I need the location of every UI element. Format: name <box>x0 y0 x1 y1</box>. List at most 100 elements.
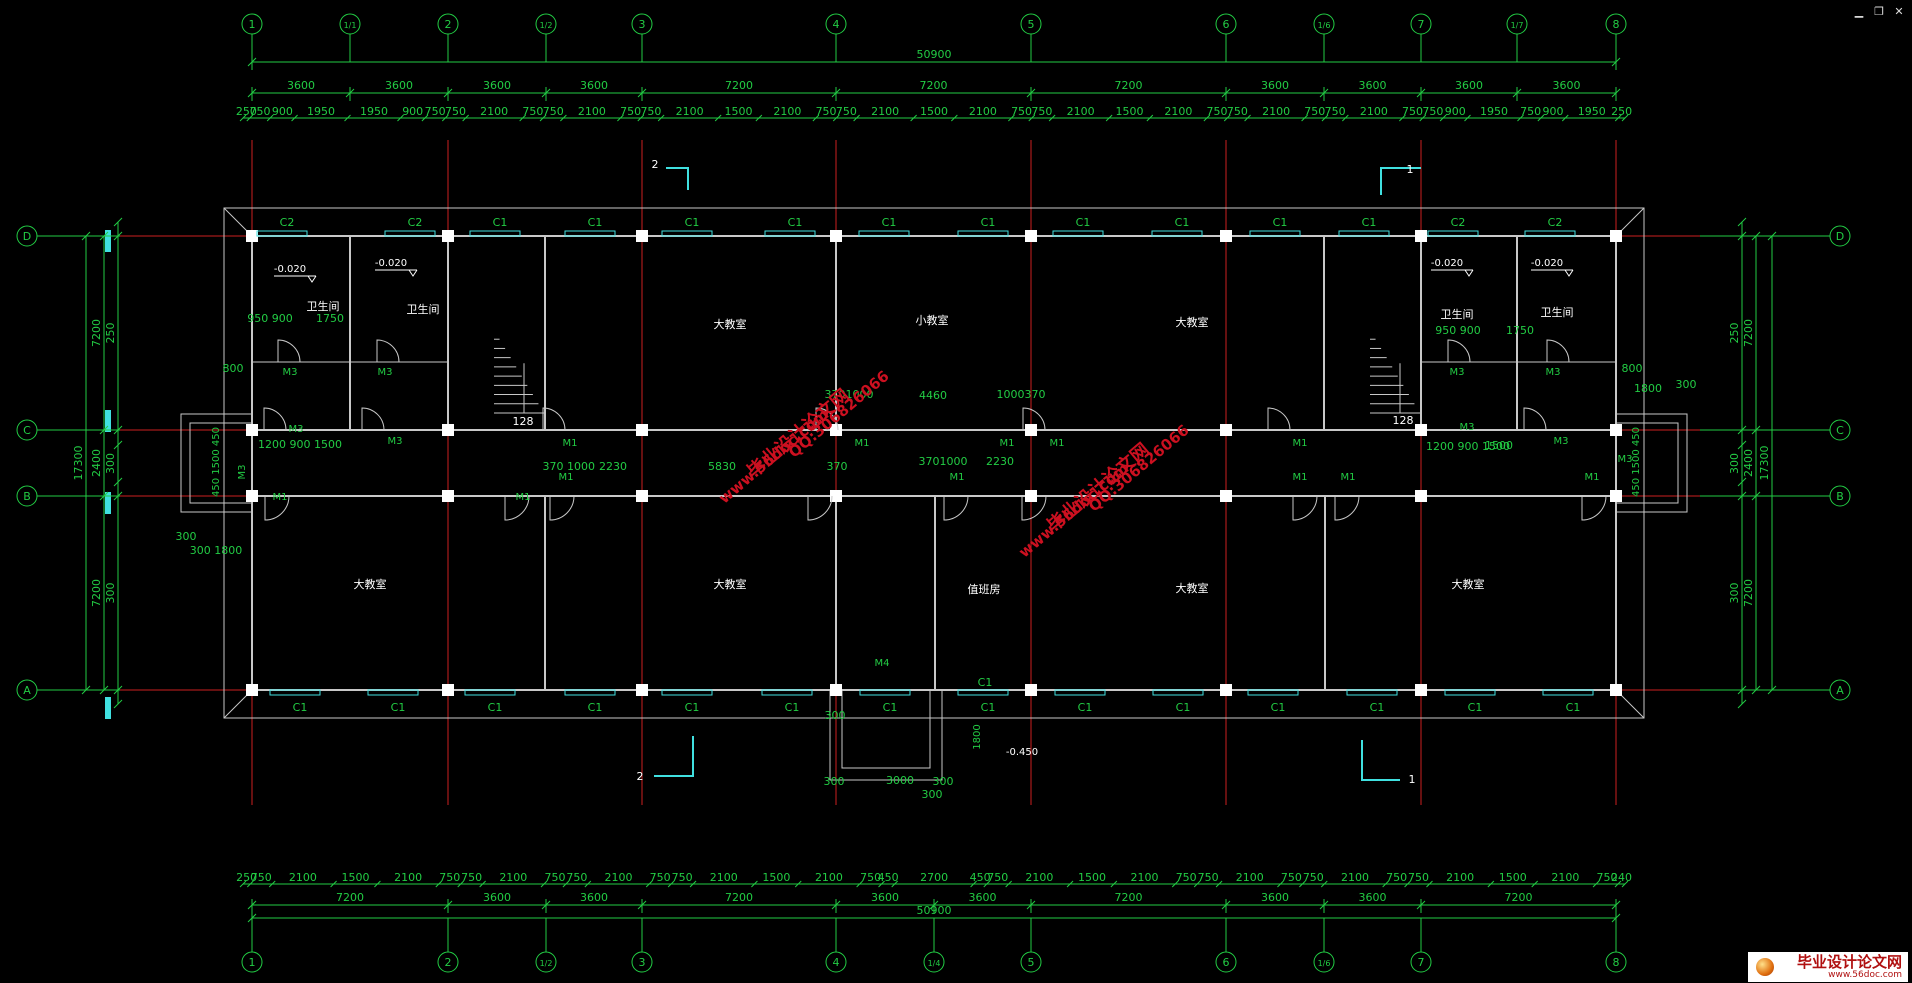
bottom-detail-label: 2100 <box>499 871 527 884</box>
minimize-icon[interactable]: ▁ <box>1854 5 1864 18</box>
bottom-axis-label: 7200 <box>1115 891 1143 904</box>
top-detail-tick <box>519 114 527 122</box>
section-mark <box>666 167 689 190</box>
doors-windows-layer <box>105 167 1607 781</box>
window-label: C2 <box>1548 216 1563 229</box>
watermark-url: www.56doc.com <box>1015 459 1132 561</box>
axis-bubble-label: B <box>1836 490 1844 503</box>
bottom-axis-label: 3600 <box>1359 891 1387 904</box>
window-bottom <box>269 689 321 696</box>
column <box>1415 684 1427 696</box>
top-axis-label: 7200 <box>1115 79 1143 92</box>
door-swing <box>1267 407 1291 431</box>
bottom-detail-tick <box>540 880 548 888</box>
top-detail-label: 750 <box>1227 105 1248 118</box>
door-label: M3 <box>1460 422 1475 433</box>
bottom-detail-tick <box>246 880 254 888</box>
watermark-logo-url: www.56doc.com <box>1828 969 1902 980</box>
top-detail-label: 250 <box>236 105 257 118</box>
top-detail-tick <box>421 114 429 122</box>
top-detail-tick <box>1537 114 1545 122</box>
bottom-detail-tick <box>794 880 802 888</box>
interior-dimension: 800 <box>1622 362 1643 375</box>
axis-bubble-label: 4 <box>833 956 840 969</box>
restore-icon[interactable]: ❐ <box>1874 5 1884 18</box>
axis-bubble-label: A <box>1836 684 1844 697</box>
top-detail-label: 1950 <box>360 105 388 118</box>
door-label: M3 <box>1450 367 1465 378</box>
axis-bubble-label: 1/6 <box>1318 21 1331 30</box>
door-label: M1 <box>1293 438 1308 449</box>
top-axis-label: 3600 <box>1553 79 1581 92</box>
column <box>442 684 454 696</box>
left-major-label: 7200 <box>90 579 103 607</box>
right-major-label: 7200 <box>1742 319 1755 347</box>
bottom-detail-label: 750 <box>1386 871 1407 884</box>
right-minor-label: 250 <box>1728 323 1741 344</box>
door-swing <box>815 407 839 431</box>
axis-bubble-label: D <box>1836 230 1844 243</box>
column <box>1220 230 1232 242</box>
bottom-detail-label: 750 <box>672 871 693 884</box>
elevation-marker <box>1431 269 1474 277</box>
top-axis-label: 3600 <box>385 79 413 92</box>
window-label: C1 <box>391 701 406 714</box>
top-detail-tick <box>853 114 860 122</box>
bottom-detail-tick <box>584 880 592 888</box>
bottom-axis-label: 7200 <box>336 891 364 904</box>
elevation-marker <box>375 269 418 277</box>
door-label: M1 <box>1293 472 1308 483</box>
bottom-detail-tick <box>1614 880 1622 888</box>
top-detail-label: 750 <box>1402 105 1423 118</box>
top-detail-tick <box>1223 114 1231 122</box>
bottom-detail-tick <box>1487 880 1495 888</box>
bottom-detail-tick <box>457 880 465 888</box>
axis-bubble-label: 2 <box>445 18 452 31</box>
top-detail-tick <box>1146 114 1154 122</box>
bottom-detail-tick <box>1320 880 1328 888</box>
window-bottom <box>1247 689 1299 696</box>
window-label: C1 <box>981 216 996 229</box>
door-label: M1 <box>855 438 870 449</box>
axis-bubble-label: 3 <box>639 956 646 969</box>
bottom-overall-label: 50900 <box>917 904 952 917</box>
door-label: M3 <box>237 465 248 480</box>
axis-bubble-label: 5 <box>1028 18 1035 31</box>
bottom-detail-tick <box>1193 880 1201 888</box>
door-swing <box>807 495 833 521</box>
bottom-detail-tick <box>479 880 486 888</box>
room-name: 卫生间 <box>1441 307 1474 321</box>
interior-dimension: 1750 <box>316 312 344 325</box>
elevation-label: -0.020 <box>1431 258 1463 269</box>
top-detail-tick <box>910 114 917 122</box>
close-icon[interactable]: ✕ <box>1894 5 1904 18</box>
window-label: C1 <box>493 216 508 229</box>
axis-bubble-label: 1/2 <box>540 959 553 968</box>
interior-dimension: 950 900 <box>247 312 293 325</box>
top-detail-label: 2100 <box>578 105 606 118</box>
column <box>246 684 258 696</box>
interior-dimension: 300 <box>176 530 197 543</box>
door-swing <box>361 407 385 431</box>
bottom-axis-label: 3600 <box>483 891 511 904</box>
bottom-detail-label: 2700 <box>920 871 948 884</box>
bottom-detail-tick <box>891 880 899 888</box>
axis-bubble-label: 1/2 <box>540 21 553 30</box>
column <box>1220 684 1232 696</box>
axis-bubble-label: 8 <box>1613 18 1620 31</box>
top-detail-tick <box>1105 114 1113 122</box>
top-detail-label: 750 <box>620 105 641 118</box>
bottom-detail-tick <box>1005 880 1013 888</box>
window-bottom <box>564 689 616 696</box>
top-detail-tick <box>1244 114 1251 122</box>
door-swing <box>1581 495 1607 521</box>
section-label: 2 <box>637 770 644 783</box>
interior-dimension: 300 <box>933 775 954 788</box>
interior-dimension: 1200 900 1500 <box>258 438 342 451</box>
top-axis-label: 3600 <box>1261 79 1289 92</box>
top-detail-tick <box>832 114 840 122</box>
column <box>1610 424 1622 436</box>
interior-dimension: 1200 900 1500 <box>1426 440 1510 453</box>
door-label: M3 <box>289 424 304 435</box>
